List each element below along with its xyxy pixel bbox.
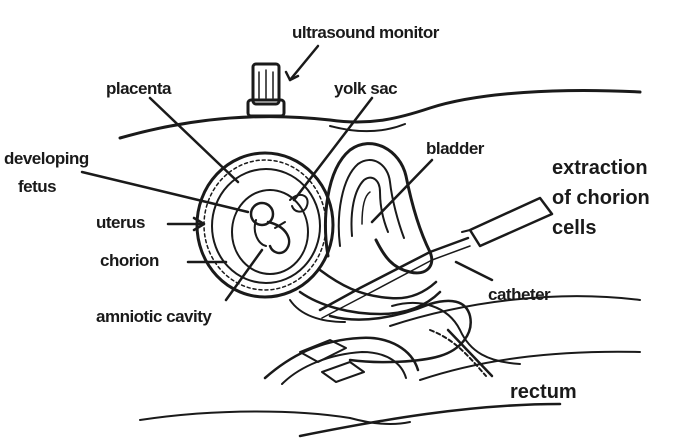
label-chorion: chorion: [100, 252, 159, 269]
ultrasound-probe: [248, 64, 284, 116]
fetus-drawing: [251, 203, 289, 253]
bladder-drawing: [326, 144, 432, 273]
label-ultrasound-monitor: ultrasound monitor: [292, 24, 439, 41]
label-cells: cells: [552, 218, 596, 238]
label-fetus: fetus: [18, 178, 56, 195]
label-rectum: rectum: [510, 382, 577, 402]
label-bladder: bladder: [426, 140, 484, 157]
label-yolk-sac: yolk sac: [334, 80, 397, 97]
label-catheter: catheter: [488, 286, 550, 303]
label-developing: developing: [4, 150, 89, 167]
label-placenta: placenta: [106, 80, 171, 97]
label-amniotic-cavity: amniotic cavity: [96, 308, 211, 325]
label-uterus: uterus: [96, 214, 145, 231]
label-of-chorion: of chorion: [552, 188, 650, 208]
abdominal-wall-inner: [330, 124, 405, 131]
amniotic-cavity-outline: [232, 190, 308, 274]
label-extraction: extraction: [552, 158, 648, 178]
